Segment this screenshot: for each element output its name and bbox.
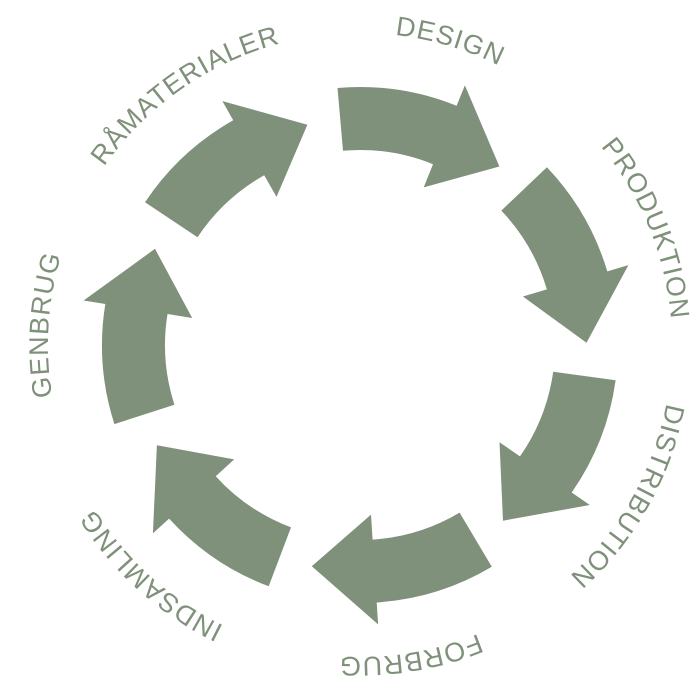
cycle-arrow bbox=[83, 248, 193, 425]
cycle-arrow bbox=[499, 371, 616, 521]
stage-label-text: FORBRUG bbox=[338, 628, 485, 681]
cycle-arrow bbox=[145, 101, 308, 238]
cycle-arrows bbox=[83, 85, 629, 625]
stage-label: GENBRUG bbox=[24, 248, 67, 399]
cycle-arrow bbox=[311, 512, 492, 625]
stage-label: DESIGN bbox=[394, 11, 509, 71]
cycle-arrow bbox=[337, 85, 500, 188]
stage-label: FORBRUG bbox=[338, 628, 486, 681]
cycle-arrow bbox=[501, 167, 629, 343]
cycle-arrow bbox=[152, 445, 291, 587]
stage-label-text: GENBRUG bbox=[24, 248, 66, 399]
stage-label-text: DESIGN bbox=[394, 11, 508, 71]
